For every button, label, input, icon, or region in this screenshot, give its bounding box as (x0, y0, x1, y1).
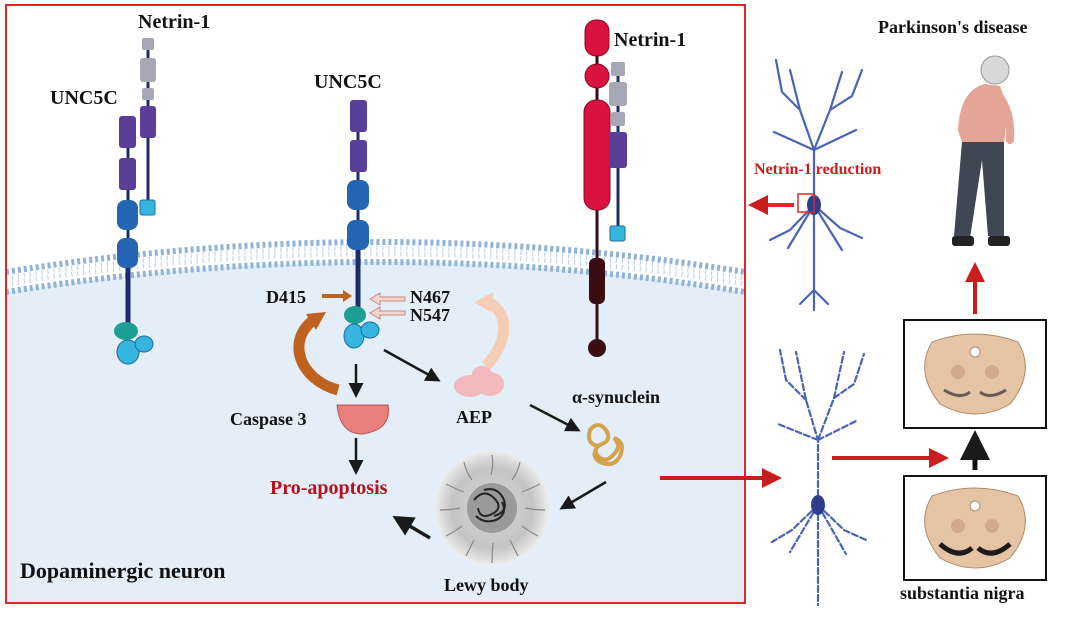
unc5c-netrin-complex-icon (114, 38, 156, 365)
lewy-body-icon (434, 450, 550, 566)
unc5c-cleaved-receptor-icon (322, 100, 406, 349)
healthy-neuron-icon (768, 58, 864, 312)
degenerating-neuron-icon (770, 348, 868, 607)
neuron-panel-frame (5, 4, 746, 604)
parkinsons-disease-label: Parkinson's disease (878, 17, 1028, 37)
pro-apoptosis-label: Pro-apoptosis (270, 477, 388, 499)
cytoplasm (6, 262, 745, 603)
netrin-1-label-left: Netrin-1 (138, 11, 211, 33)
unc5c-label-left: UNC5C (50, 87, 118, 109)
midbrain-normal-icon (924, 487, 1026, 569)
substantia-nigra-label: substantia nigra (900, 583, 1025, 603)
netrin-1-reduction-label: Netrin-1 reduction (754, 161, 882, 178)
aep-label: AEP (456, 407, 492, 427)
midbrain-depleted-icon (924, 333, 1026, 415)
d415-cleavage-arrow (322, 290, 352, 302)
caspase-3-icon (336, 404, 389, 435)
netrin-1-ligand-icon (583, 19, 627, 357)
alpha-synuclein-label: α-synuclein (572, 387, 661, 407)
caspase-feedback-arrow (293, 313, 340, 396)
n547-cleavage-arrow (369, 306, 406, 320)
degenerating-neuron-soma (811, 495, 825, 515)
alpha-synuclein-icon (587, 423, 624, 466)
n547-label: N547 (410, 305, 450, 325)
lewy-body-label: Lewy body (444, 575, 529, 595)
n467-cleavage-arrow (369, 292, 406, 306)
netrin-1-label-right: Netrin-1 (614, 29, 687, 51)
d415-label: D415 (266, 287, 306, 307)
parkinsons-patient-icon (952, 55, 1015, 246)
aep-icon (454, 366, 504, 397)
dopaminergic-neuron-label: Dopaminergic neuron (20, 558, 226, 583)
unc5c-label-mid: UNC5C (314, 71, 382, 93)
soma-highlight-box (797, 193, 815, 213)
n467-label: N467 (410, 287, 450, 307)
caspase-3-label: Caspase 3 (230, 409, 307, 429)
